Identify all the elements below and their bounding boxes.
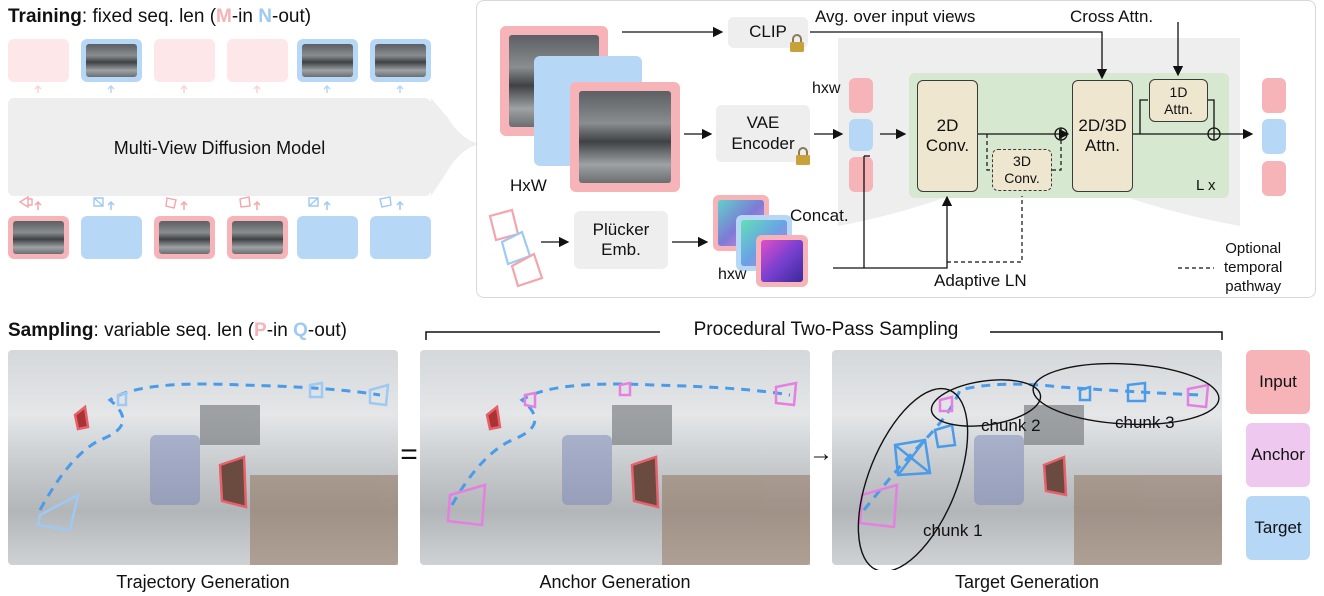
output-tile-input-faded xyxy=(154,39,215,82)
input-tile-input xyxy=(227,216,288,259)
plucker-embedding-box: Plücker Emb. xyxy=(574,211,668,269)
adaptive-ln-label: Adaptive LN xyxy=(934,271,1027,290)
clip-box: CLIP xyxy=(728,17,808,48)
latent-size-label-top: hxw xyxy=(812,80,841,97)
vae-encoder-box: VAE Encoder xyxy=(716,105,810,162)
optional-pathway-label: Optional temporal pathway xyxy=(1224,240,1283,295)
legend-target: Target xyxy=(1246,496,1310,560)
cross-attention-label: Cross Attn. xyxy=(1070,7,1154,26)
output-tile-input-faded xyxy=(8,39,69,82)
input-tile-input xyxy=(8,216,69,259)
caption-target: Target Generation xyxy=(954,572,1100,592)
lock-icon xyxy=(790,34,804,52)
avg-over-views-label: Avg. over input views xyxy=(815,7,976,26)
output-token-target xyxy=(1262,119,1286,154)
concat-label: Concat. xyxy=(790,206,849,225)
model-box xyxy=(8,98,431,196)
latent-token-input xyxy=(849,157,873,192)
latent-token-target xyxy=(849,119,873,151)
camera-stack-icon xyxy=(488,208,544,288)
chunk-2-label: chunk 2 xyxy=(981,416,1041,435)
output-tile-target xyxy=(297,39,358,82)
scene-overlays xyxy=(36,362,1222,570)
caption-anchor: Anchor Generation xyxy=(539,572,691,592)
legend-input: Input xyxy=(1246,350,1310,414)
training-arrows xyxy=(18,84,404,210)
lock-icon xyxy=(796,147,810,165)
latent-size-label-bottom: hxw xyxy=(718,266,747,283)
output-token-input xyxy=(1262,161,1286,196)
repeat-label: L x xyxy=(1196,177,1216,194)
output-tile-target xyxy=(370,39,431,82)
input-size-label: HxW xyxy=(510,176,547,195)
model-label: Multi-View Diffusion Model xyxy=(113,138,326,158)
output-tile-target xyxy=(81,39,142,82)
attention-module: 2D/3D Attn. xyxy=(1072,80,1133,192)
camera-icons-row xyxy=(18,195,392,209)
procedural-label: Procedural Two-Pass Sampling xyxy=(693,319,959,340)
legend-anchor: Anchor xyxy=(1246,423,1310,487)
procedural-bracket xyxy=(425,331,1223,340)
model-funnel xyxy=(431,98,478,196)
input-view-stack-front xyxy=(570,82,680,192)
input-tile-target-empty xyxy=(297,216,358,259)
arrow-symbol: → xyxy=(809,440,833,467)
equals-symbol: = xyxy=(400,438,418,471)
output-tile-input-faded xyxy=(227,39,288,82)
input-tile-input xyxy=(154,216,215,259)
input-tile-target-empty xyxy=(370,216,431,259)
caption-trajectory: Trajectory Generation xyxy=(116,572,290,592)
latent-token-input xyxy=(849,78,873,113)
chunk-1-label: chunk 1 xyxy=(923,521,983,540)
attention-1d-module: 1D Attn. xyxy=(1149,79,1208,122)
output-token-input xyxy=(1262,78,1286,113)
plucker-map-front xyxy=(756,235,808,287)
training-heading: Training: fixed seq. len (M-in N-out) xyxy=(8,6,312,27)
conv3d-module-optional: 3D Conv. xyxy=(992,149,1052,191)
sampling-heading: Sampling: variable seq. len (P-in Q-out) xyxy=(8,320,347,341)
chunk-3-label: chunk 3 xyxy=(1115,413,1175,432)
architecture-connectors xyxy=(541,22,1254,269)
conv2d-module: 2D Conv. xyxy=(917,80,978,192)
input-tile-target-empty xyxy=(81,216,142,259)
